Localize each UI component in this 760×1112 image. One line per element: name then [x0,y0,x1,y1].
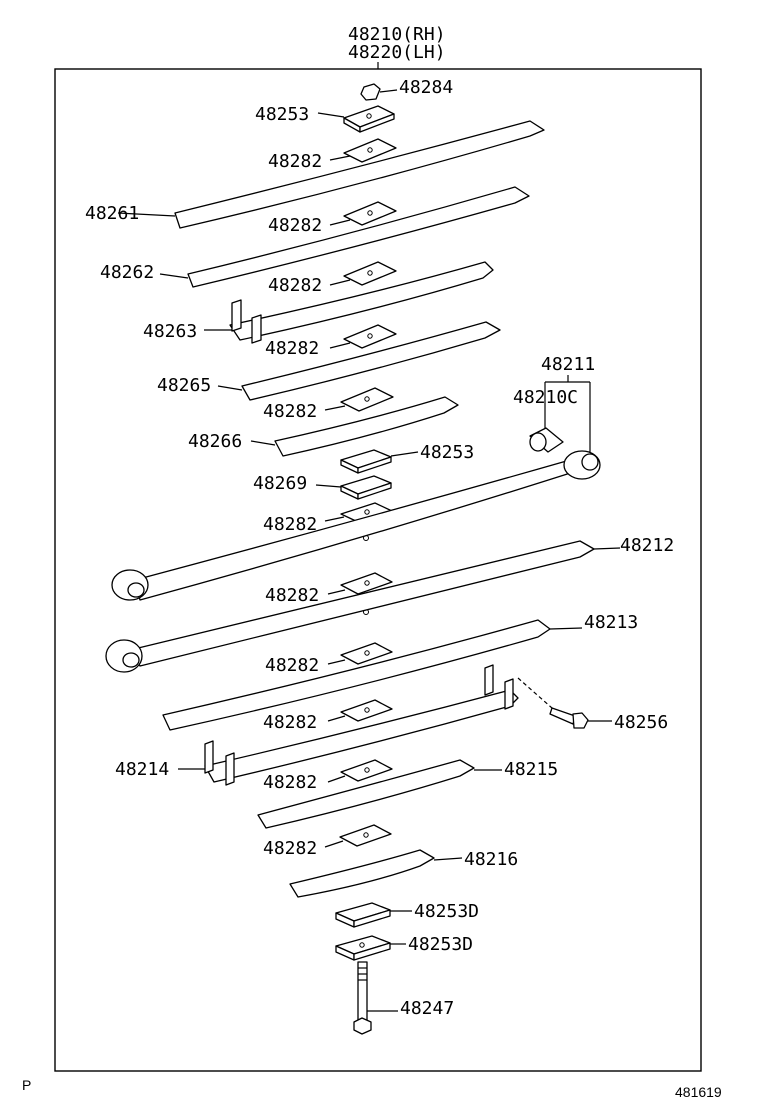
silencer-48282-1 [329,138,397,163]
label-48265: 48265 [157,375,211,396]
label-48263: 48263 [143,321,197,342]
silencer-48282-7 [327,572,393,595]
leaf-48216 [289,849,463,898]
leaf-48212 [105,540,621,673]
label-48253-mid: 48253 [420,442,474,463]
footer-left-code: P [22,1077,31,1093]
label-48282-7: 48282 [265,585,319,606]
label-48253d-2: 48253D [408,934,473,955]
assembly-number-lh: 48220(LH) [348,42,446,63]
center-bolt-48247 [353,961,398,1035]
silencer-48282-2 [329,201,397,226]
leaf-48263 [204,261,494,344]
label-48282-9: 48282 [263,712,317,733]
label-48210c: 48210C [513,387,578,408]
silencer-48282-11 [324,824,392,848]
label-48253d-1: 48253D [414,901,479,922]
label-48282-5: 48282 [263,401,317,422]
silencer-48282-9 [327,699,393,722]
label-48216: 48216 [464,849,518,870]
silencer-48282-8 [327,642,393,665]
label-48211: 48211 [541,354,595,375]
spacer-48253d-2 [335,935,406,961]
spacer-48269 [315,475,392,500]
leaf-48262 [159,186,530,288]
nut-48284 [360,83,398,101]
leaf-48215 [257,759,502,829]
label-48282-8: 48282 [265,655,319,676]
assembly-number-rh: 48210(RH) [348,24,446,45]
label-48253-top: 48253 [255,104,309,125]
label-48282-1: 48282 [268,151,322,172]
label-48282-10: 48282 [263,772,317,793]
label-48214: 48214 [115,759,169,780]
spacer-48253d-1 [335,902,412,928]
spacer-48253-top [317,105,395,133]
label-48213: 48213 [584,612,638,633]
label-48247: 48247 [400,998,454,1019]
label-48256: 48256 [614,712,668,733]
label-48269: 48269 [253,473,307,494]
leaf-48265 [217,321,501,401]
figure-number: 481619 [675,1084,722,1100]
label-48282-4: 48282 [265,338,319,359]
bolt-48256 [517,677,612,729]
label-48282-6: 48282 [263,514,317,535]
spacer-48253-mid [340,449,419,474]
label-48266: 48266 [188,431,242,452]
label-48212: 48212 [620,535,674,556]
leaf-48261 [117,120,545,229]
leaf-48266 [250,396,459,457]
silencer-48282-5 [324,387,394,412]
label-48282-3: 48282 [268,275,322,296]
silencer-48282-10 [327,759,393,783]
silencer-48282-3 [329,261,397,286]
diagram-frame [54,68,702,1072]
label-48215: 48215 [504,759,558,780]
bushing-48210c [529,375,591,453]
label-48282-2: 48282 [268,215,322,236]
label-48282-11: 48282 [263,838,317,859]
label-48262: 48262 [100,262,154,283]
leaf-48213 [162,619,583,731]
label-48261: 48261 [85,203,139,224]
label-48284: 48284 [399,77,453,98]
leaf-48214 [178,664,519,786]
main-leaf-48212 [111,450,601,601]
silencer-48282-4 [329,324,397,349]
